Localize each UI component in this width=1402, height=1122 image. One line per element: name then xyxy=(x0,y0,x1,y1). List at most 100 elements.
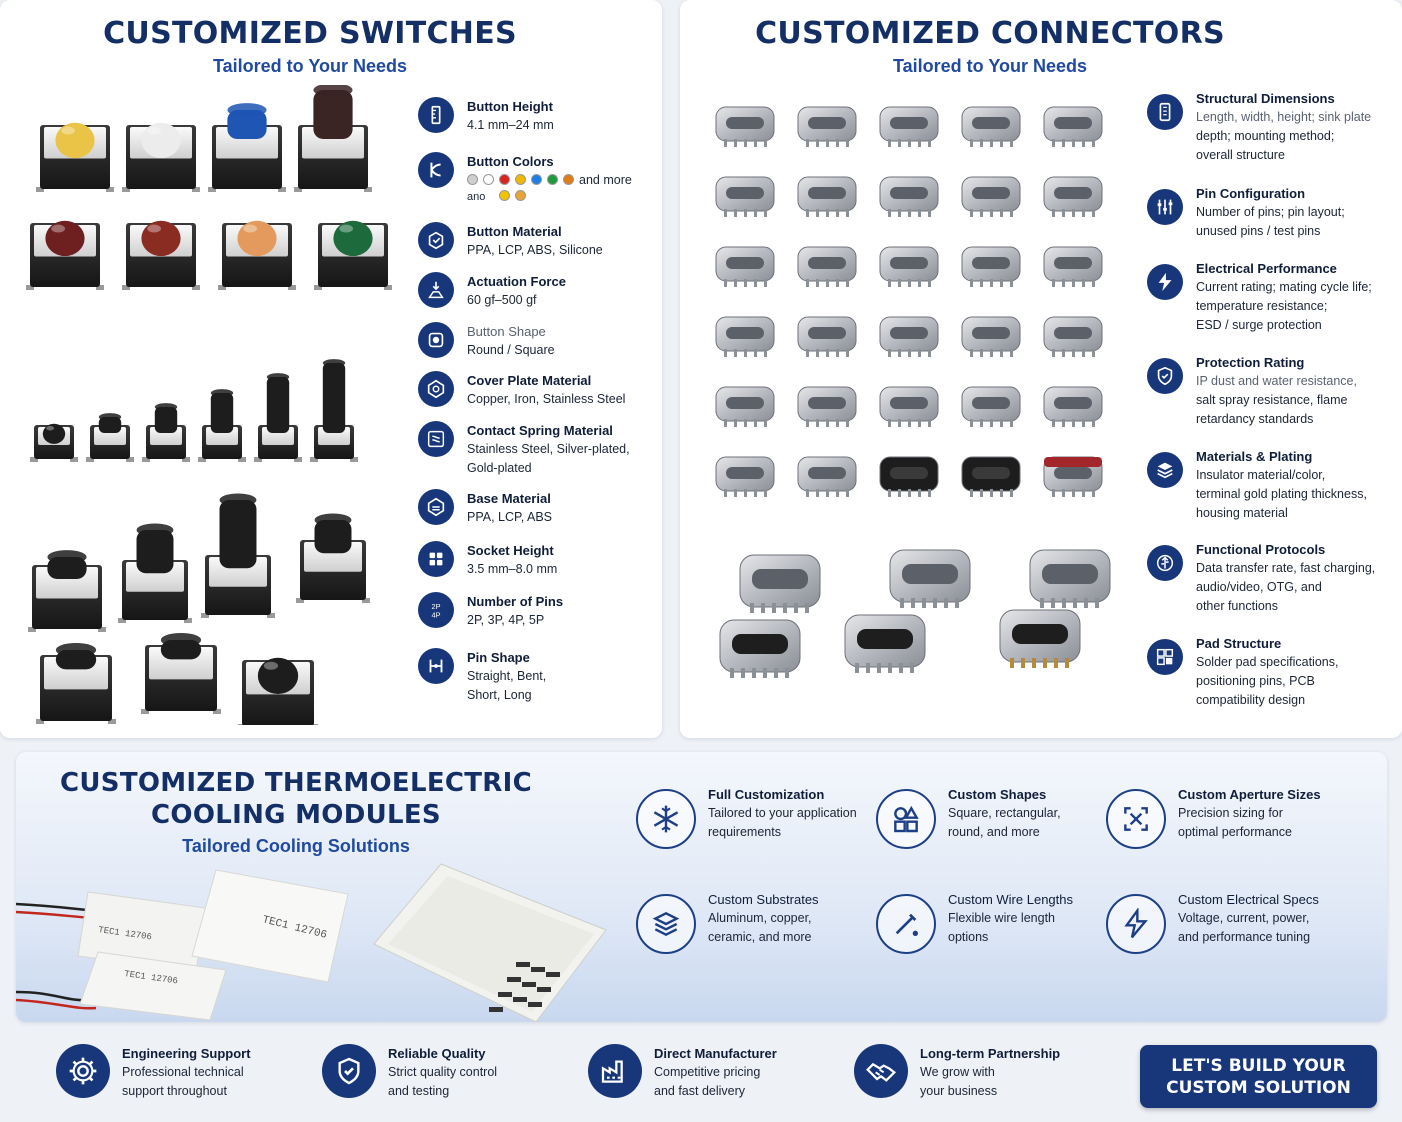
tec-cell xyxy=(507,977,521,982)
svg-text:2P: 2P xyxy=(432,602,441,611)
usb-c-connector-large xyxy=(889,549,971,608)
usb-c-connector xyxy=(961,316,1021,357)
tec-cell xyxy=(528,1002,542,1007)
feature-value: PPA, LCP, ABS xyxy=(467,510,553,524)
color-swatch xyxy=(515,190,527,201)
feature-heading: Button Height xyxy=(467,99,553,114)
feature-line: We grow with xyxy=(920,1065,995,1079)
feature-heading: Custom Shapes xyxy=(948,787,1047,802)
handshake-icon xyxy=(854,1044,908,1098)
color-swatch xyxy=(483,174,494,185)
tactile-switch xyxy=(296,513,370,603)
cta-button[interactable]: LET'S BUILD YOUR CUSTOM SOLUTION xyxy=(1140,1045,1377,1108)
feature-heading: Functional Protocols xyxy=(1196,542,1326,557)
feature-heading: Contact Spring Material xyxy=(467,423,613,438)
switches-subtitle: Tailored to Your Needs xyxy=(212,56,408,76)
socket-icon xyxy=(418,541,454,577)
feature-line: round, and more xyxy=(948,825,1040,839)
feature-line: your business xyxy=(920,1084,998,1098)
feature-line: housing material xyxy=(1196,506,1288,520)
feature-line: retardancy standards xyxy=(1196,412,1314,426)
footer-item-3: Long-term Partnership We grow with your bu… xyxy=(854,1044,1060,1101)
feature-line: Aluminum, copper, xyxy=(708,911,812,925)
feature-value-2: Gold-plated xyxy=(467,461,532,475)
feature-line: and performance tuning xyxy=(1178,930,1311,944)
factory-icon xyxy=(588,1044,642,1098)
snowflake-icon xyxy=(636,789,696,849)
base-icon xyxy=(418,489,454,525)
colors-more-text: and more xyxy=(579,173,632,187)
usb-c-connector xyxy=(879,176,939,217)
usb-c-connector-large xyxy=(844,614,926,673)
colors-row2-text: ano xyxy=(467,191,486,203)
feature-heading: Button Colors xyxy=(467,154,554,169)
tec-cell xyxy=(516,962,530,967)
lightning-icon xyxy=(1147,264,1183,300)
tec-cell xyxy=(522,982,536,987)
feature-heading: Actuation Force xyxy=(467,274,566,289)
tactile-switch xyxy=(28,550,106,632)
feature-line: requirements xyxy=(708,825,781,839)
tactile-switch xyxy=(122,220,200,290)
wire-icon xyxy=(876,894,936,954)
feature-line: compatibility design xyxy=(1196,693,1306,707)
feature-line: Tailored to your application xyxy=(708,806,857,820)
feature-line: Current rating; mating cycle life; xyxy=(1196,280,1372,294)
tec-cell xyxy=(537,987,551,992)
cta-line1: LET'S BUILD YOUR xyxy=(1171,1056,1346,1076)
layers-icon xyxy=(1147,452,1183,488)
feature-heading: Pin Shape xyxy=(467,650,530,665)
switch-product-images xyxy=(26,85,392,725)
switches-panel: CUSTOMIZED SWITCHES Tailored to Your Nee… xyxy=(0,0,662,738)
tactile-switch xyxy=(208,103,286,192)
feature-line: terminal gold plating thickness, xyxy=(1196,487,1367,501)
feature-value: Copper, Iron, Stainless Steel xyxy=(467,392,626,406)
shapes-icon xyxy=(876,789,936,849)
feature-heading: Direct Manufacturer xyxy=(654,1046,777,1061)
feature-heading: Long-term Partnership xyxy=(920,1046,1061,1061)
usb-c-connector xyxy=(879,386,939,427)
feature-line: optimal performance xyxy=(1178,825,1292,839)
tactile-switch xyxy=(218,220,296,290)
plate-icon xyxy=(418,371,454,407)
tactile-switch xyxy=(310,359,358,462)
usb-c-connector xyxy=(961,106,1021,147)
feature-line: ESD / surge protection xyxy=(1196,318,1322,332)
feature-value: 2P, 3P, 4P, 5P xyxy=(467,613,545,627)
feature-line: and testing xyxy=(388,1084,450,1098)
usb-c-connector xyxy=(961,456,1021,497)
usb-c-connector-large xyxy=(999,609,1081,668)
electrical-icon xyxy=(1106,894,1166,954)
switch-feature-1: Button Colors and more ano xyxy=(418,152,632,204)
usb-c-connector xyxy=(961,246,1021,287)
palette-icon xyxy=(418,152,454,188)
color-swatch xyxy=(467,174,478,185)
color-swatch xyxy=(499,190,511,201)
usb-c-connector xyxy=(1043,316,1103,357)
usb-c-connector-large xyxy=(1029,549,1111,608)
feature-line: depth; mounting method; xyxy=(1196,129,1335,143)
usb-c-connector xyxy=(879,456,939,497)
tec-cell xyxy=(498,992,512,997)
tactile-switch xyxy=(26,220,104,290)
feature-line: Competitive pricing xyxy=(654,1065,761,1079)
feature-heading: Custom Electrical Specs xyxy=(1178,892,1319,907)
feature-heading: Base Material xyxy=(467,491,551,506)
feature-line: Flexible wire length xyxy=(948,911,1055,925)
tec-cell xyxy=(531,967,545,972)
